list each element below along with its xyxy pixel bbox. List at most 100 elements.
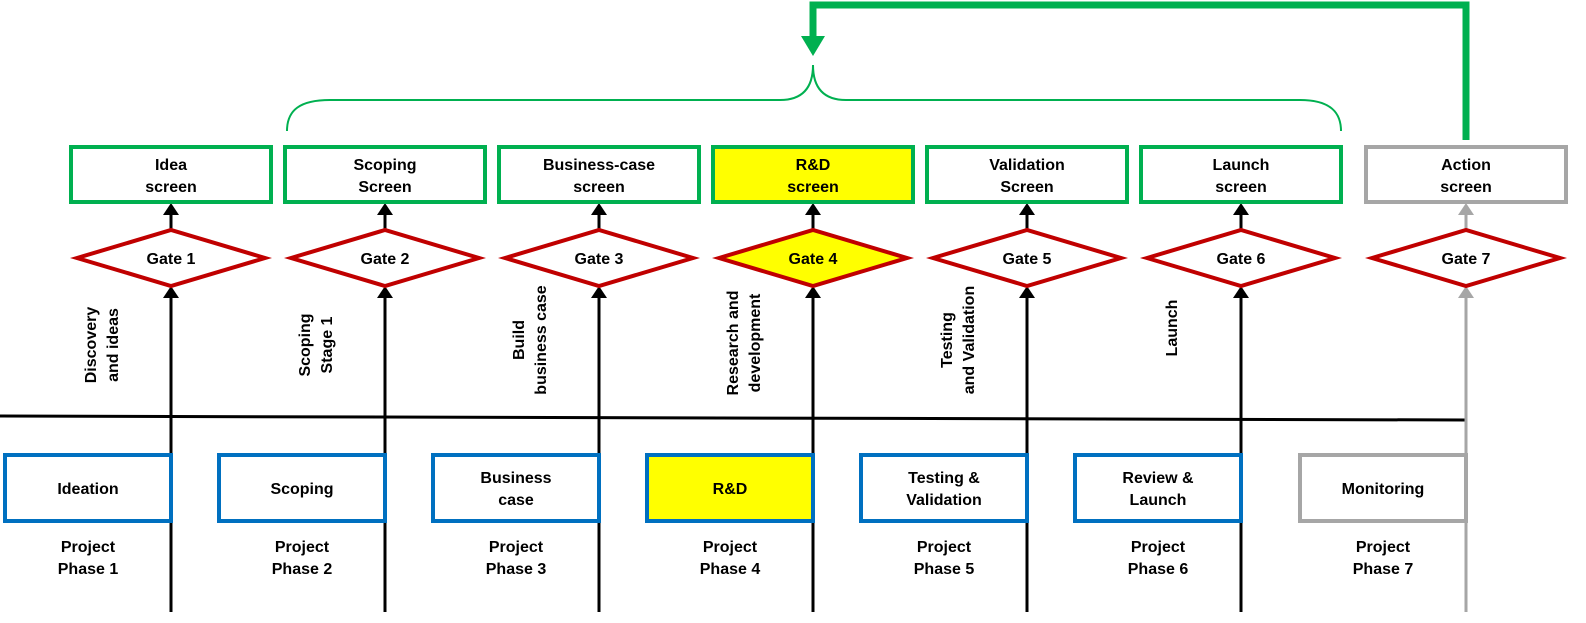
gate-diamond <box>925 227 1129 289</box>
gate-label: Gate 4 <box>789 251 838 268</box>
phase-label: Review & Launch <box>1122 470 1194 509</box>
screen-box <box>497 145 701 204</box>
arrow-up-icon <box>1458 203 1474 215</box>
arrow-up-icon <box>377 203 393 215</box>
screen-label-line: Launch <box>1213 157 1270 174</box>
arrow-up-icon <box>163 203 179 215</box>
arrow-up-icon <box>163 286 179 298</box>
project-phase-label-line: Phase 6 <box>1128 561 1189 578</box>
screen-label-line: Validation <box>989 157 1065 174</box>
project-phase-label-line: Project <box>489 539 544 556</box>
phase-box <box>3 453 173 523</box>
gate-diamond <box>283 227 487 289</box>
arrow-up-icon <box>1019 286 1035 298</box>
phase-label-line: Monitoring <box>1342 481 1425 498</box>
phase-label-line: Validation <box>906 492 982 509</box>
gate-diamond <box>711 227 915 289</box>
phase-label-line: Business <box>480 470 551 487</box>
project-phase-label-line: Phase 1 <box>58 561 119 578</box>
gate-label: Gate 2 <box>361 251 410 268</box>
gate-diamond <box>497 227 701 289</box>
phase-box <box>645 453 815 523</box>
screen-label-line: Screen <box>358 179 411 196</box>
phase-label: R&D <box>713 481 748 498</box>
stage-label-line: Testing <box>939 312 956 368</box>
arrow-up-icon <box>591 286 607 298</box>
phase-label-line: Review & <box>1122 470 1194 487</box>
screens-brace <box>286 64 1342 132</box>
stage-label: Build business case <box>511 285 550 395</box>
arrow-up-icon <box>1458 286 1474 298</box>
screen-label-line: Idea <box>155 157 187 174</box>
project-phase-label-line: Project <box>61 539 116 556</box>
project-phase-label-line: Phase 3 <box>486 561 547 578</box>
screen-label-line: screen <box>573 179 625 196</box>
phase-box <box>217 453 387 523</box>
project-phase-label-line: Project <box>1131 539 1186 556</box>
stage-label: Testing and Validation <box>939 286 978 394</box>
phase-label: Scoping <box>270 481 333 498</box>
phase-box <box>1298 453 1468 523</box>
stage-label-line: Build <box>511 320 528 360</box>
project-phase-label-line: Phase 7 <box>1353 561 1414 578</box>
project-phase-label-line: Phase 4 <box>700 561 761 578</box>
screen-label: R&D screen <box>787 157 839 196</box>
gate-label: Gate 5 <box>1003 251 1052 268</box>
project-phase-label-line: Project <box>917 539 972 556</box>
screen-label: Idea screen <box>145 157 197 196</box>
phase-label-line: Launch <box>1130 492 1187 509</box>
stage-label-line: business case <box>533 285 550 395</box>
gate-diamond <box>69 227 273 289</box>
phase-label-line: Testing & <box>908 470 980 487</box>
phase-box <box>1073 453 1243 523</box>
project-phase-label-line: Project <box>703 539 758 556</box>
screen-label-line: screen <box>1215 179 1267 196</box>
screen-label-line: screen <box>145 179 197 196</box>
screen-box <box>925 145 1129 204</box>
screen-box <box>1139 145 1343 204</box>
timeline-line <box>0 414 1467 422</box>
project-phase-label-line: Project <box>1356 539 1411 556</box>
phase-label-line: R&D <box>713 481 748 498</box>
screen-box <box>711 145 915 204</box>
phase-label-line: Ideation <box>57 481 118 498</box>
gate-label: Gate 7 <box>1442 251 1491 268</box>
screen-label-line: R&D <box>796 157 831 174</box>
stage-label-line: Stage 1 <box>319 316 336 373</box>
screen-label: Action screen <box>1440 157 1492 196</box>
screen-label-line: Action <box>1441 157 1491 174</box>
screen-box <box>69 145 273 204</box>
feedback-arrow-head-icon <box>801 36 825 56</box>
screen-label-line: screen <box>787 179 839 196</box>
arrow-up-icon <box>377 286 393 298</box>
arrow-up-icon <box>591 203 607 215</box>
phase-label-line: Scoping <box>270 481 333 498</box>
phase-label: Ideation <box>57 481 118 498</box>
stage-label-line: and Validation <box>961 286 978 394</box>
stage-label-line: and ideas <box>105 308 122 382</box>
phase-label: Testing & Validation <box>906 470 982 509</box>
project-phase-label-line: Project <box>275 539 330 556</box>
screen-label-line: Business-case <box>543 157 655 174</box>
screen-label: Launch screen <box>1213 157 1270 196</box>
screen-box <box>283 145 487 204</box>
arrow-up-icon <box>1233 286 1249 298</box>
arrow-up-icon <box>1233 203 1249 215</box>
gate-diamond <box>1139 227 1343 289</box>
gate-label: Gate 1 <box>147 251 196 268</box>
screen-label-line: screen <box>1440 179 1492 196</box>
phase-box <box>431 453 601 523</box>
stage-label: Launch <box>1164 300 1181 357</box>
